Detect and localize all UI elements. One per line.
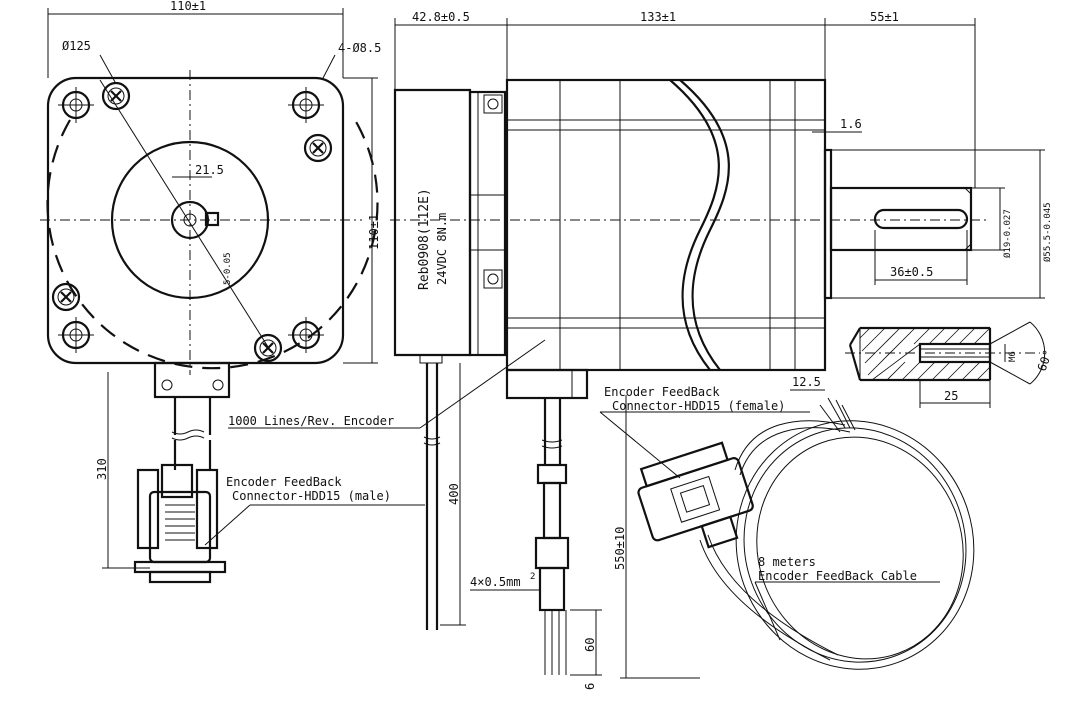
front-dimensions: 110±1 110±1 Ø125 4-Ø8.5 21.5 5-0.05 310 … (47, 0, 425, 569)
cable-coil (699, 397, 975, 670)
dim-boss-offset: 21.5 (195, 163, 224, 177)
dim-shaft-length: 55±1 (870, 10, 899, 24)
dim-cable-side: 400 (447, 483, 461, 505)
screw-icon (303, 133, 333, 163)
side-dimensions: 42.8±0.5 133±1 55±1 1.6 36±0.5 Ø19-0.027… (228, 10, 1053, 690)
dim-shaft-diameter: Ø19-0.027 (1002, 209, 1013, 258)
male-connector-label-1: Encoder FeedBack (226, 475, 342, 489)
female-connector-label-1: Encoder FeedBack (604, 385, 720, 399)
break-line (669, 79, 720, 371)
side-view: Reb0908(112E) 24VDC 8N.m (390, 78, 990, 675)
front-view (40, 70, 379, 584)
dim-body-length: 133±1 (640, 10, 676, 24)
encoder-housing (393, 88, 472, 357)
dim-flange-thickness: 1.6 (840, 117, 862, 131)
dim-flange-offset: 12.5 (792, 375, 821, 389)
male-connector-label-2: Connector-HDD15 (male) (232, 489, 391, 503)
female-connector-label-2: Connector-HDD15 (female) (612, 399, 785, 413)
dim-wire-gauge-sup: 2 (530, 572, 535, 582)
dim-chamfer-angle: 60° (1035, 348, 1056, 373)
motor-model: Reb0908(112E) (417, 188, 432, 290)
thread-detail: M6 60° 25 (845, 321, 1056, 408)
dim-front-height: 110±1 (367, 214, 381, 250)
dim-pilot-diameter: Ø55.5-0.045 (1042, 202, 1053, 262)
screw-icon (253, 333, 283, 363)
screw-icon (51, 282, 81, 312)
cable-labels: Encoder FeedBack Connector-HDD15 (female… (599, 385, 940, 641)
dim-thread-size: M6 (1008, 351, 1018, 362)
dim-mount-holes: 4-Ø8.5 (338, 41, 381, 55)
female-connector (637, 441, 754, 549)
mount-hole (58, 317, 94, 353)
motor-body (505, 78, 827, 372)
shaft-keyway (873, 208, 969, 230)
screw-icon (101, 81, 131, 111)
mount-hole (288, 87, 324, 123)
shaft-key (204, 211, 220, 227)
cable-name-label: Encoder FeedBack Cable (758, 569, 917, 583)
dim-lead-length: 60 (583, 638, 597, 652)
cable-length-label: 8 meters (758, 555, 816, 569)
dim-wire-gauge: 4×0.5mm (470, 575, 521, 589)
dim-key-length: 36±0.5 (890, 265, 933, 279)
dim-encoder-length: 42.8±0.5 (412, 10, 470, 24)
dim-cable-connector: 550±10 (613, 527, 627, 570)
dim-strip-length: 6 (583, 683, 597, 690)
mount-hole (58, 87, 94, 123)
mount-hole (288, 317, 324, 353)
male-connector (133, 463, 227, 584)
encoder-note: 1000 Lines/Rev. Encoder (228, 414, 394, 428)
bolt-circle-dashed (46, 119, 379, 370)
dim-front-width: 110±1 (170, 0, 206, 13)
dim-thread-depth: 25 (944, 389, 958, 403)
motor-rating: 24VDC 8N.m (435, 213, 449, 285)
dim-key-depth: 5-0.05 (223, 252, 233, 285)
dim-bolt-circle: Ø125 (62, 39, 91, 53)
shaft (829, 186, 973, 252)
dim-cable-front: 310 (95, 458, 109, 480)
